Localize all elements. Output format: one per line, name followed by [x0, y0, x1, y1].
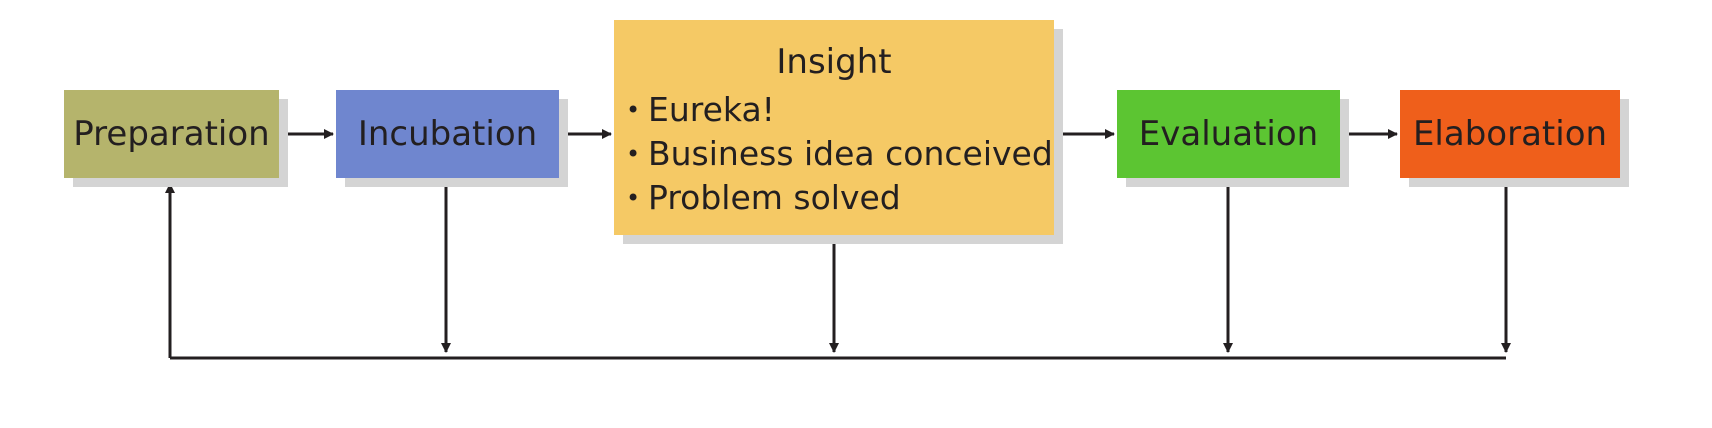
insight-bullet: Eureka! [626, 88, 1053, 132]
insight-bullet: Problem solved [626, 176, 1053, 220]
evaluation-label: Evaluation [1138, 114, 1319, 154]
incubation-box: Incubation [336, 90, 559, 178]
elaboration-label: Elaboration [1412, 114, 1608, 154]
insight-bullet-list: Eureka! Business idea conceived Problem … [626, 88, 1053, 220]
insight-label: Insight [776, 42, 892, 82]
evaluation-box: Evaluation [1117, 90, 1340, 178]
incubation-label: Incubation [357, 114, 538, 154]
insight-box: Insight Eureka! Business idea conceived … [614, 20, 1054, 235]
elaboration-box: Elaboration [1400, 90, 1620, 178]
preparation-box: Preparation [64, 90, 279, 178]
insight-bullet: Business idea conceived [626, 132, 1053, 176]
preparation-label: Preparation [73, 114, 270, 154]
